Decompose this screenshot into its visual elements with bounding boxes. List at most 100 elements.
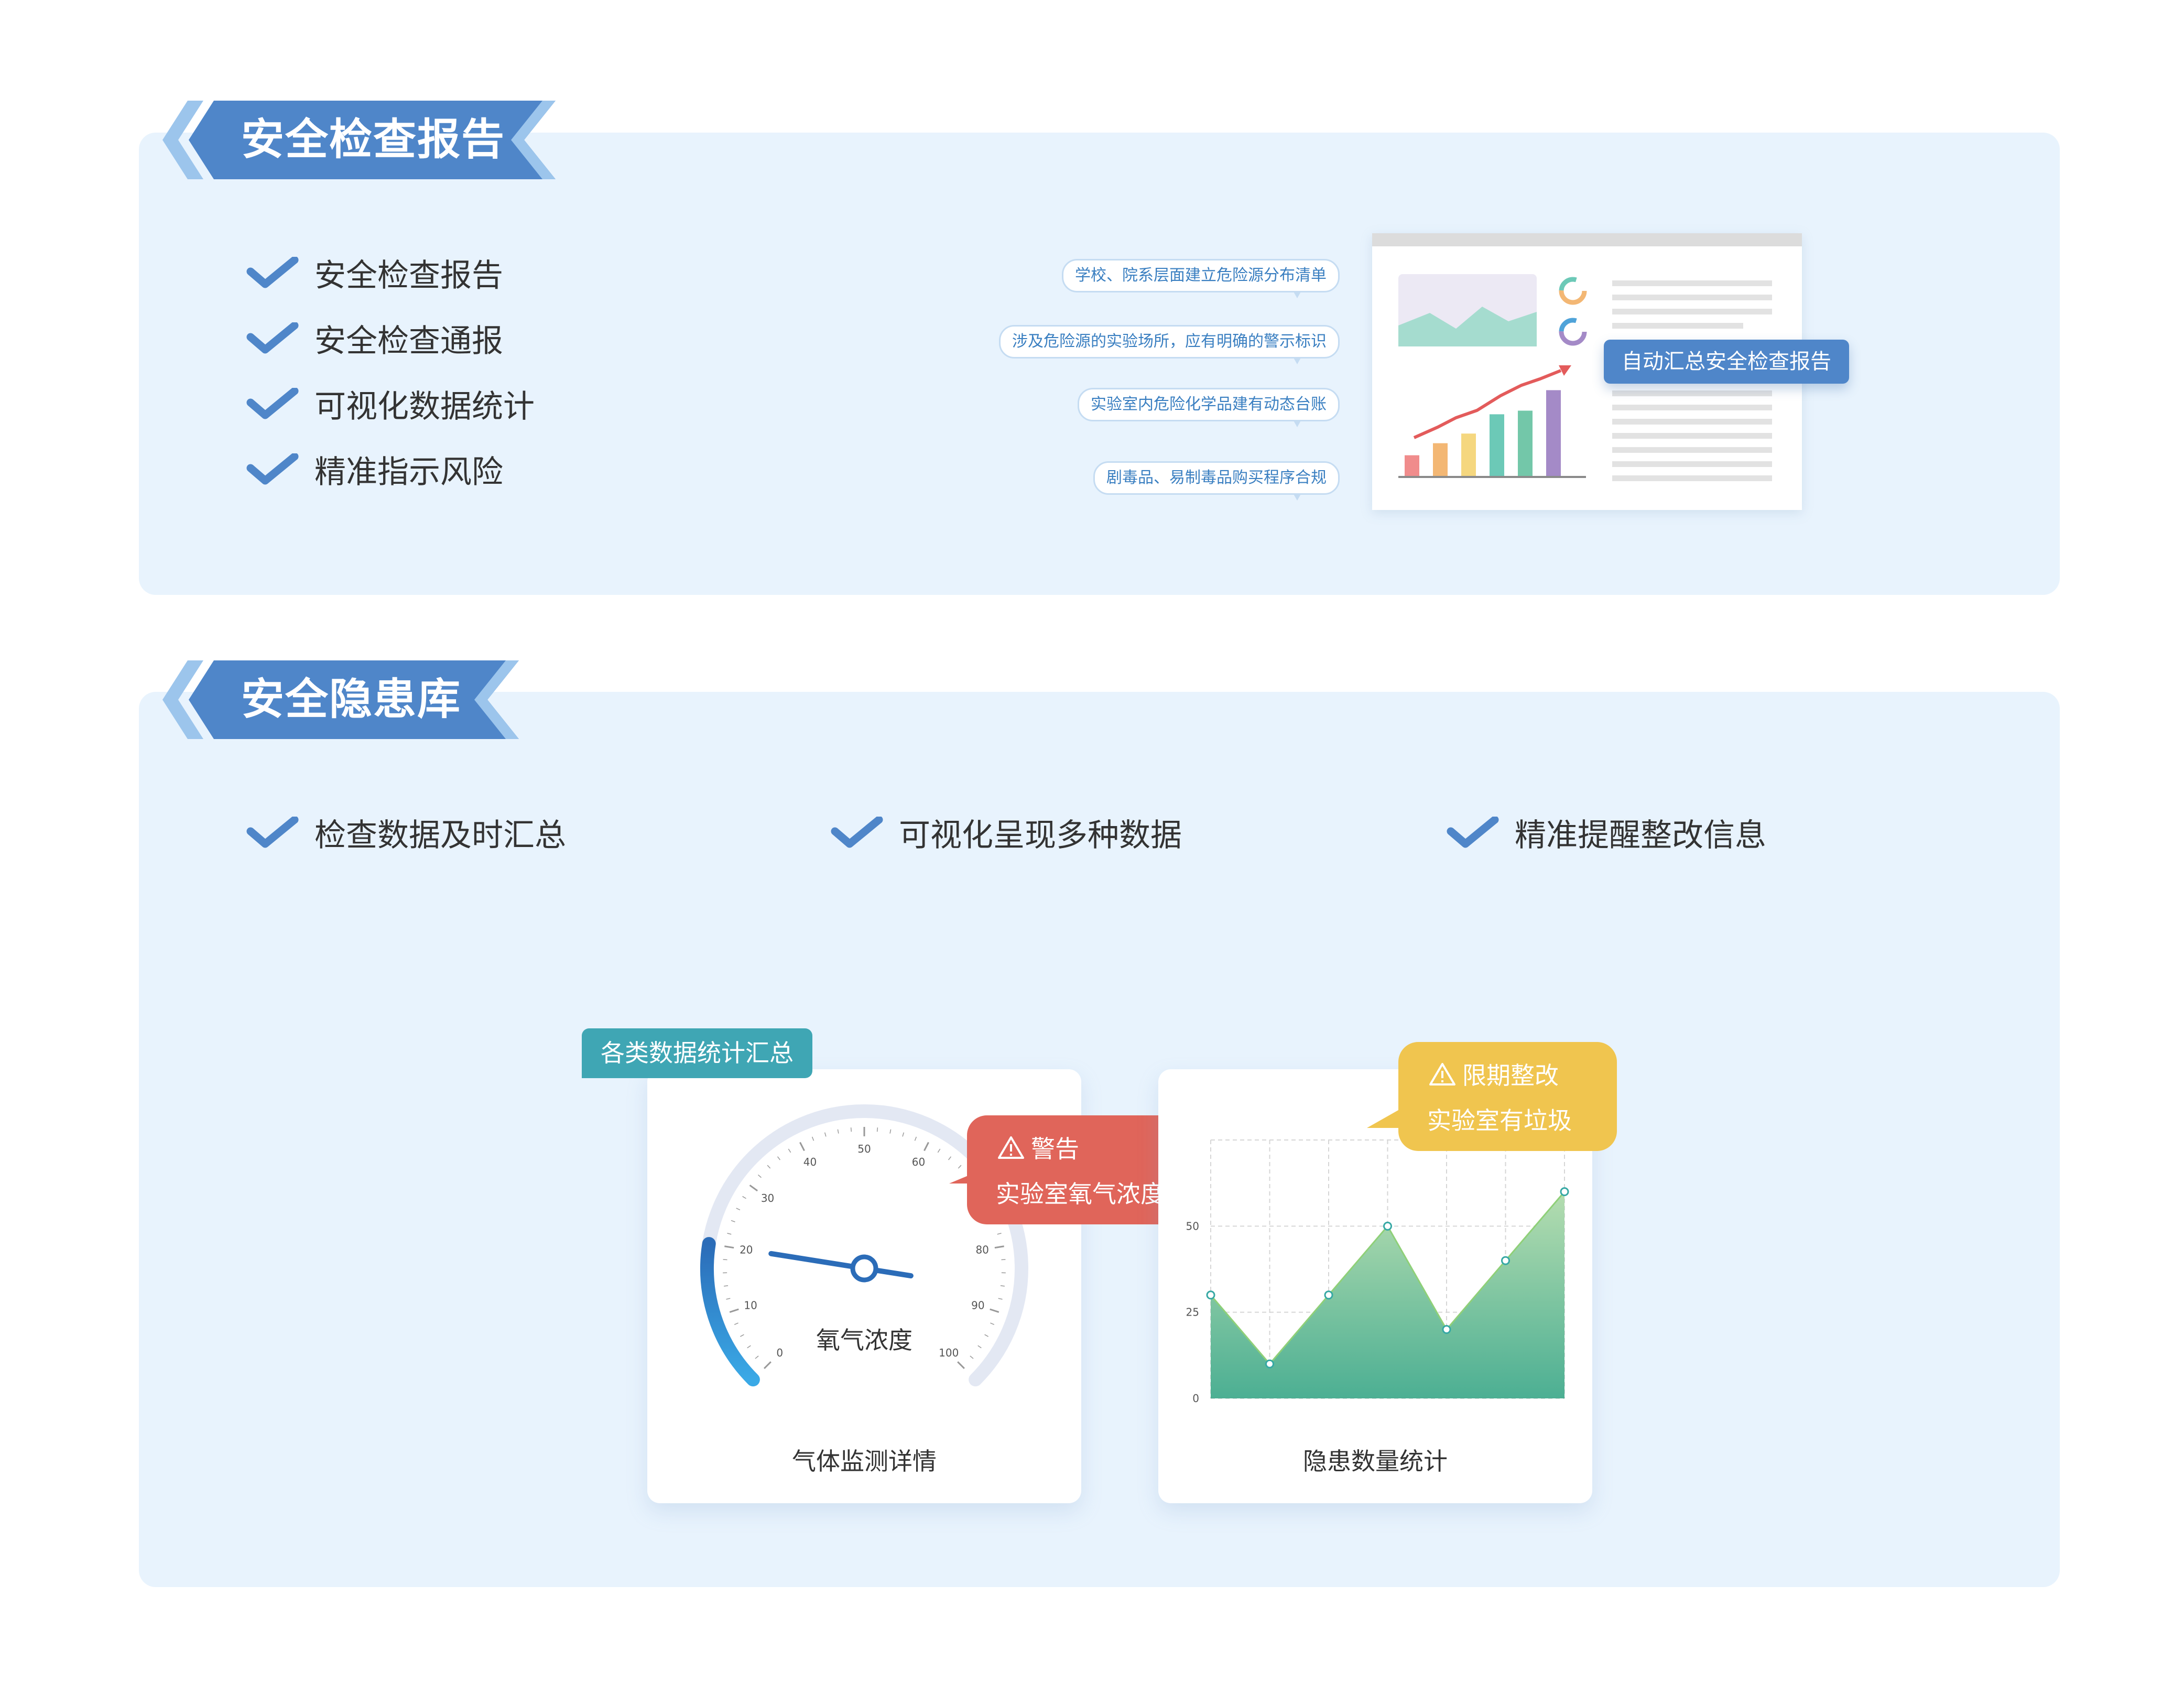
gauge-tick xyxy=(724,1245,734,1249)
report-bar xyxy=(1546,390,1561,477)
gauge-tick xyxy=(937,1148,941,1153)
report-graphics xyxy=(1398,274,1772,481)
feature-item: 可视化数据统计 xyxy=(246,383,535,425)
stats-summary-tag: 各类数据统计汇总 xyxy=(582,1028,812,1078)
check-icon xyxy=(1447,817,1499,848)
gauge-tick xyxy=(1001,1259,1006,1261)
feature-item: 检查数据及时汇总 xyxy=(246,811,566,854)
gauge-tick xyxy=(850,1127,852,1132)
check-icon xyxy=(246,388,299,419)
section-banner-report: 安全检查报告 xyxy=(157,101,556,179)
report-bar xyxy=(1405,455,1419,477)
gauge-tick-label: 80 xyxy=(975,1243,988,1256)
gauge-tick xyxy=(970,1355,974,1359)
feature-label: 可视化呈现多种数据 xyxy=(899,817,1182,854)
report-mountain xyxy=(1398,307,1537,346)
area-fill xyxy=(1211,1191,1564,1398)
gauge-tick xyxy=(990,1308,999,1313)
alert-pointer xyxy=(949,1173,974,1183)
feature-label: 可视化数据统计 xyxy=(314,388,535,425)
alert-message: 实验室有垃圾 xyxy=(1427,1106,1572,1135)
feature-item: 精准指示风险 xyxy=(246,448,503,491)
gauge-tick xyxy=(742,1196,746,1199)
gauge-tick-label: 40 xyxy=(803,1156,817,1168)
warning-icon xyxy=(1429,1063,1455,1085)
feature-item: 可视化呈现多种数据 xyxy=(831,811,1182,854)
gauge-tick xyxy=(902,1132,905,1137)
report-bar xyxy=(1433,443,1448,477)
section-banner-hazard: 安全隐患库 xyxy=(157,660,519,739)
gauge-tick xyxy=(767,1165,771,1169)
report-donut-icon xyxy=(1559,277,1587,346)
requirement-bubble: 实验室内危险化学品建有动态台账 xyxy=(1078,388,1340,427)
feature-item: 安全检查通报 xyxy=(246,317,503,360)
feature-label: 检查数据及时汇总 xyxy=(314,817,566,854)
report-bar xyxy=(1518,410,1533,477)
gauge-tick-label: 50 xyxy=(857,1143,871,1155)
report-trend-arrow xyxy=(1559,365,1571,376)
gauge-tick xyxy=(994,1245,1004,1249)
check-icon xyxy=(246,453,299,485)
data-point xyxy=(1324,1290,1333,1300)
data-point xyxy=(1206,1290,1215,1300)
gauge-tick xyxy=(731,1220,735,1222)
gauge-tick xyxy=(747,1345,751,1349)
gauge-tick xyxy=(997,1233,1002,1235)
gauge-tick-label: 30 xyxy=(761,1192,774,1204)
gauge-tick-label: 20 xyxy=(740,1243,753,1256)
data-point xyxy=(1442,1325,1451,1334)
rectify-deadline-alert[interactable]: 限期整改 实验室有垃圾 xyxy=(1367,1042,1617,1151)
feature-label: 精准指示风险 xyxy=(314,453,503,491)
gas-card-caption: 气体监测详情 xyxy=(792,1447,937,1475)
gauge-tick xyxy=(736,1208,741,1211)
feature-label: 安全检查报告 xyxy=(314,257,503,294)
requirement-bubble: 剧毒品、易制毒品购买程序合规 xyxy=(1093,461,1340,501)
alert-pointer xyxy=(1367,1110,1398,1128)
requirement-bubble: 涉及危险源的实验场所，应有明确的警示标识 xyxy=(999,325,1340,364)
gauge-tick xyxy=(799,1142,805,1152)
gauge-tick xyxy=(958,1165,962,1169)
gauge-tick xyxy=(749,1185,758,1192)
y-tick-label: 50 xyxy=(1186,1220,1199,1232)
gauge-tick xyxy=(948,1156,952,1160)
check-icon xyxy=(246,322,299,354)
gauge-tick xyxy=(811,1136,814,1141)
gauge-tick xyxy=(740,1334,744,1337)
gauge-tick xyxy=(984,1334,988,1337)
gauge-tick xyxy=(998,1298,1003,1300)
alert-header: 限期整改 xyxy=(1429,1057,1559,1091)
data-point xyxy=(1265,1359,1274,1369)
section-title: 安全隐患库 xyxy=(241,675,462,724)
alert-message: 实验室氧气浓度低 xyxy=(996,1180,1189,1208)
gauge-tick-label: 100 xyxy=(939,1347,959,1359)
gauge-tick xyxy=(734,1322,738,1325)
gauge-label: 氧气浓度 xyxy=(816,1326,912,1354)
report-bar-chart xyxy=(1405,390,1561,477)
gauge-tick xyxy=(990,1322,995,1325)
gauge-tick xyxy=(777,1156,781,1160)
gauge-tick xyxy=(788,1148,791,1153)
banner-ribbon xyxy=(162,660,519,739)
hazard-card-caption: 隐患数量统计 xyxy=(1303,1447,1448,1475)
report-bar xyxy=(1461,433,1476,477)
gauge-tick xyxy=(957,1361,965,1369)
gauge-needle xyxy=(768,1251,914,1279)
check-icon xyxy=(246,257,299,288)
y-tick-label: 25 xyxy=(1186,1306,1199,1319)
report-topbar xyxy=(1372,233,1802,246)
gauge-tick xyxy=(824,1132,827,1137)
alert-header: 警告 xyxy=(997,1130,1079,1165)
report-trend-line xyxy=(1413,369,1562,439)
gauge-tick xyxy=(977,1345,982,1349)
banner-ribbon xyxy=(162,101,556,179)
gauge-tick xyxy=(755,1355,759,1359)
gauge-tick-label: 10 xyxy=(744,1299,757,1311)
gauge-hub xyxy=(850,1254,878,1283)
gauge-tick xyxy=(727,1233,732,1235)
data-point xyxy=(1560,1187,1569,1197)
warning-icon xyxy=(998,1136,1024,1159)
report-text-lines xyxy=(1612,280,1772,481)
gauge-tick xyxy=(726,1298,731,1300)
gauge-tick-label: 60 xyxy=(912,1156,925,1168)
